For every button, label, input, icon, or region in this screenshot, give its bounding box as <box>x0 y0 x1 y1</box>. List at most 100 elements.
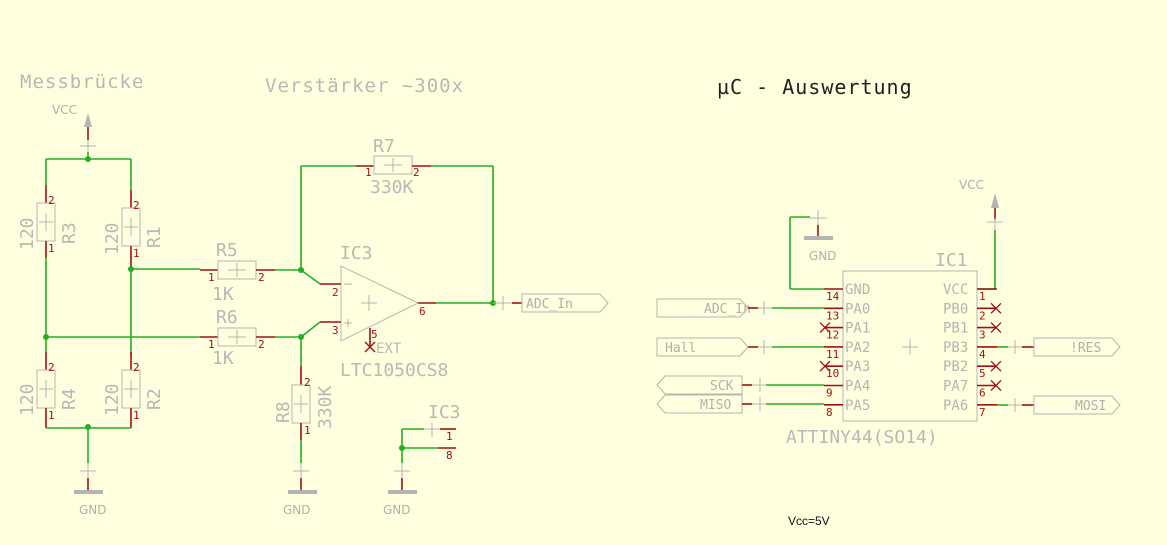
pin-number: 1 <box>365 166 372 179</box>
pin-name: GND <box>845 282 870 298</box>
noninverting-marker: + <box>343 316 353 330</box>
pin-number: 3 <box>332 324 339 337</box>
net-label-hall[interactable]: Hall <box>656 337 749 357</box>
opamp-part: LTC1050CS8 <box>340 360 448 381</box>
pin-name: PB2 <box>943 359 968 375</box>
r4-name: R4 <box>59 388 80 410</box>
opamp-name: IC3 <box>340 243 373 264</box>
pin-number: 1 <box>133 409 140 422</box>
net-label-miso[interactable]: MISO <box>656 394 743 414</box>
pin-number: 1 <box>979 290 986 303</box>
pin-name: PA1 <box>845 321 870 337</box>
net-label-adc-in[interactable]: ADC_In <box>521 293 609 313</box>
pin-number: 6 <box>419 305 426 318</box>
resistor-r3[interactable]: 2 1 120 R3 <box>17 185 80 258</box>
pin-name: PA3 <box>845 359 870 375</box>
net-label-adc-in-mcu[interactable]: ADC_In <box>656 298 751 318</box>
pin-number: 3 <box>979 329 986 342</box>
gnd-symbol-ic3[interactable]: GND <box>383 463 417 517</box>
pin-number: 2 <box>332 286 339 299</box>
pin-number: 1 <box>208 271 215 284</box>
opamp-ic3[interactable]: IC3 − + 2 3 6 5 EXT LTC1050CS8 <box>320 243 448 381</box>
adc-in-label: ADC_In <box>526 297 573 312</box>
mcu-pin-pb1[interactable]: 3 PB1 <box>943 321 1002 342</box>
pin-number: 2 <box>304 376 311 389</box>
pin-number: 13 <box>826 309 839 322</box>
mcu-part: ATTINY44(SO14) <box>786 427 938 448</box>
no-connect-icon <box>819 322 831 334</box>
no-connect-icon <box>990 380 1002 391</box>
vcc-symbol-mcu[interactable]: VCC <box>959 178 1003 230</box>
net-label-mosi[interactable]: MOSI <box>1033 395 1121 415</box>
r7-name: R7 <box>373 136 395 157</box>
vcc-symbol-bridge[interactable]: VCC <box>52 103 96 152</box>
gnd-label: GND <box>809 249 837 263</box>
vcc-label: VCC <box>52 103 77 117</box>
mcu-pin-pa7[interactable]: 6 PA7 <box>943 379 1002 400</box>
resistor-r7[interactable]: R7 1 2 330K <box>356 136 431 198</box>
vcc-note: Vcc=5V <box>788 514 830 528</box>
pin-number: 6 <box>979 387 986 400</box>
resistor-r5[interactable]: R5 1 2 1K <box>200 240 275 305</box>
pin-number: 2 <box>133 361 140 374</box>
mcu-pin-pa4[interactable]: 9 PA4 <box>824 379 870 400</box>
resistor-r1[interactable]: 2 1 120 R1 <box>102 190 165 268</box>
pin-name: PA5 <box>845 398 870 414</box>
pin-number: 4 <box>979 348 986 361</box>
resistor-r6[interactable]: R6 1 2 1K <box>200 307 275 369</box>
gnd-label: GND <box>79 503 107 517</box>
inverting-marker: − <box>343 277 353 291</box>
pin-number: 2 <box>133 199 140 212</box>
gnd-symbol-bridge[interactable]: GND <box>74 463 107 517</box>
resistor-r2[interactable]: 2 1 120 R2 <box>102 352 165 428</box>
mcu-pin-pa0[interactable]: 13 PA0 <box>824 301 870 322</box>
vcc-label: VCC <box>959 178 984 192</box>
resistor-r4[interactable]: 2 1 120 R4 <box>17 352 80 428</box>
hall-label: Hall <box>665 341 696 356</box>
adc-in-label: ADC_In <box>704 302 751 317</box>
resistor-r8[interactable]: 2 1 R8 330K <box>273 366 336 440</box>
no-connect-icon <box>990 322 1002 334</box>
r5-name: R5 <box>216 240 238 261</box>
pin-name: PA6 <box>943 398 968 414</box>
pin-name: PA7 <box>943 379 968 395</box>
r6-name: R6 <box>216 307 238 328</box>
mcu-body <box>842 270 978 422</box>
r4-value: 120 <box>17 383 38 416</box>
ic3-power-pins[interactable]: IC3 1 8 <box>424 402 461 462</box>
pin-number: 2 <box>48 194 55 207</box>
gnd-symbol-mcu[interactable]: GND <box>804 210 837 263</box>
r6-value: 1K <box>212 348 234 369</box>
mcu-pin-pa5[interactable]: 8 PA5 <box>824 398 870 419</box>
pin-name: PB1 <box>943 321 968 337</box>
amp-section-title: Verstärker ~300x <box>265 75 464 97</box>
r8-name: R8 <box>273 401 294 423</box>
pin-name: PA0 <box>845 301 870 317</box>
r3-name: R3 <box>59 222 80 244</box>
pin-number: 9 <box>826 387 833 400</box>
mcu-pin-gnd[interactable]: 14 GND <box>824 282 870 303</box>
r5-value: 1K <box>212 284 234 305</box>
r2-name: R2 <box>144 388 165 410</box>
pin-number: 8 <box>826 406 833 419</box>
net-label-sck[interactable]: SCK <box>656 375 743 395</box>
bridge-section-title: Messbrücke <box>20 71 144 93</box>
pin-number: 2 <box>413 166 420 179</box>
no-connect-icon <box>990 360 1002 372</box>
miso-label: MISO <box>700 398 731 413</box>
pin-number: 2 <box>48 361 55 374</box>
pin-number: 14 <box>826 290 840 303</box>
net-label-res[interactable]: !RES <box>1033 337 1121 357</box>
pin-name: PA4 <box>845 379 870 395</box>
gnd-symbol-r8[interactable]: GND <box>283 463 317 517</box>
pin-number: 1 <box>446 430 453 443</box>
